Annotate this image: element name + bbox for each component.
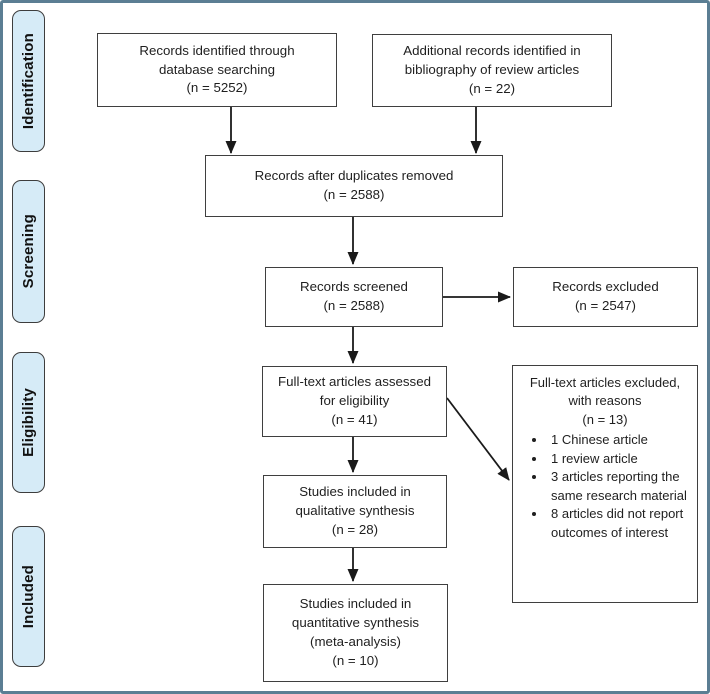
stage-screening: Screening <box>12 180 45 323</box>
stage-included: Included <box>12 526 45 667</box>
exclusion-reason-item: 1 review article <box>547 450 691 468</box>
exclusion-reasons-list: 1 Chinese article 1 review article 3 art… <box>519 431 691 542</box>
box-records-identified: Records identified through database sear… <box>97 33 337 107</box>
box-fulltext-excluded-title: Full-text articles excluded, with reason… <box>529 375 681 427</box>
exclusion-reason-item: 8 articles did not report outcomes of in… <box>547 505 691 542</box>
arrow-fulltext-to-ftexcluded <box>446 397 510 481</box>
stage-label-included: Included <box>20 564 37 629</box>
box-quantitative-synthesis: Studies included in quantitative synthes… <box>263 584 448 682</box>
box-records-screened-text: Records screened (n = 2588) <box>300 279 408 313</box>
box-qualitative-synthesis-text: Studies included in qualitative synthesi… <box>295 484 415 537</box>
stage-label-screening: Screening <box>20 214 37 289</box>
box-duplicates-removed: Records after duplicates removed (n = 25… <box>205 155 503 217</box>
stage-eligibility: Eligibility <box>12 352 45 493</box>
box-fulltext-assessed: Full-text articles assessed for eligibil… <box>262 366 447 437</box>
stage-label-identification: Identification <box>20 32 37 130</box>
box-additional-records-text: Additional records identified in bibliog… <box>403 43 581 96</box>
box-records-identified-text: Records identified through database sear… <box>139 42 295 96</box>
box-fulltext-excluded: Full-text articles excluded, with reason… <box>512 365 698 603</box>
box-duplicates-removed-text: Records after duplicates removed (n = 25… <box>254 168 454 202</box>
box-qualitative-synthesis: Studies included in qualitative synthesi… <box>263 475 447 548</box>
stage-identification: Identification <box>12 10 45 152</box>
stage-label-eligibility: Eligibility <box>20 388 37 457</box>
box-records-excluded-text: Records excluded (n = 2547) <box>552 279 659 313</box>
box-records-excluded: Records excluded (n = 2547) <box>513 267 698 327</box>
exclusion-reason-item: 3 articles reporting the same research m… <box>547 468 691 505</box>
box-records-screened: Records screened (n = 2588) <box>265 267 443 327</box>
box-fulltext-assessed-text: Full-text articles assessed for eligibil… <box>278 374 431 427</box>
box-additional-records: Additional records identified in bibliog… <box>372 34 612 107</box>
exclusion-reason-item: 1 Chinese article <box>547 431 691 449</box>
box-quantitative-synthesis-text: Studies included in quantitative synthes… <box>291 596 420 668</box>
